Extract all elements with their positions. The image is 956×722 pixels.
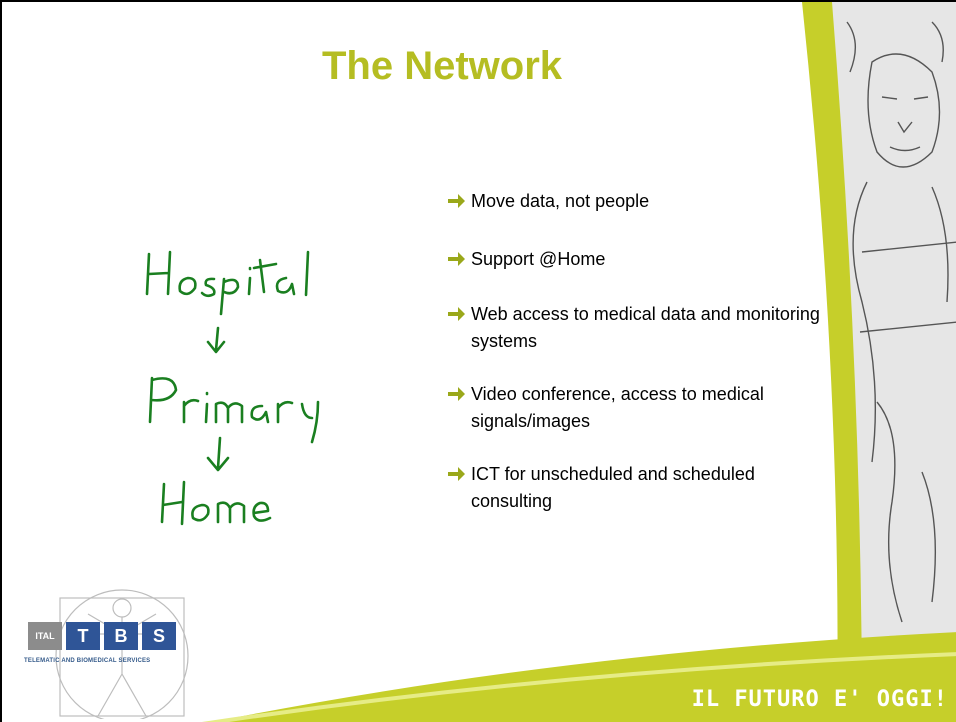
arrow-right-icon — [448, 387, 465, 401]
green-band-highlight — [201, 652, 956, 722]
bullet-item: Support @Home — [447, 246, 827, 273]
logo-subtitle: TELEMATIC AND BIOMEDICAL SERVICES — [24, 658, 151, 664]
logo-letter-tile: S — [142, 622, 176, 650]
bullet-text: Support @Home — [471, 249, 606, 269]
green-swoosh-right — [802, 2, 862, 722]
sketch-image — [812, 2, 956, 722]
bullet-item: ICT for unscheduled and scheduled consul… — [447, 461, 761, 515]
tagline: IL FUTURO E' OGGI! — [691, 687, 948, 712]
bullet-item: Video conference, access to medical sign… — [447, 381, 791, 435]
vitruvian-logo-icon — [55, 589, 189, 719]
bullet-text: Video conference, access to medical sign… — [471, 384, 764, 431]
bullet-text: Web access to medical data and monitorin… — [471, 304, 820, 351]
arrow-right-icon — [448, 467, 465, 481]
sketch-lines-icon — [846, 21, 956, 623]
bullet-text: ICT for unscheduled and scheduled consul… — [471, 464, 755, 511]
arrow-right-icon — [448, 194, 465, 208]
bullet-item: Web access to medical data and monitorin… — [447, 301, 821, 355]
bullet-list: Move data, not people Support @Home Web … — [447, 188, 827, 515]
arrow-right-icon — [448, 307, 465, 321]
logo-prefix-tile: ITAL — [28, 622, 62, 650]
slide-title: The Network — [321, 44, 563, 88]
bullet-text: Move data, not people — [471, 191, 650, 211]
logo-letter-tile: T — [66, 622, 100, 650]
bullet-item: Move data, not people — [447, 188, 827, 215]
arrow-right-icon — [448, 252, 465, 266]
logo-letter-tile: B — [104, 622, 138, 650]
